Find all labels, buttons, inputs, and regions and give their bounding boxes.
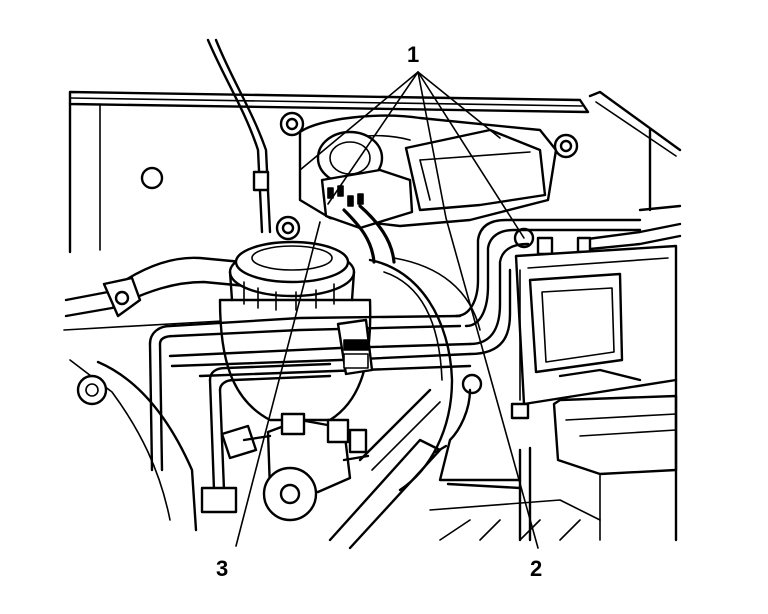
battery-tray: [518, 378, 678, 542]
lower-diagonal-pipes: [328, 388, 601, 550]
body-hole: [140, 166, 164, 190]
hose-clamp: [102, 276, 142, 318]
left-lower-pipes: [69, 359, 332, 532]
brake-pipe-bundle: [148, 204, 682, 472]
proportioning-valve: [262, 412, 370, 522]
abs-modulator: [510, 244, 678, 420]
vacuum-hose: [63, 256, 248, 331]
electrical-connector: [320, 168, 414, 230]
callout-2: 2: [530, 556, 542, 581]
pipe-clip: [336, 318, 374, 376]
abs-motor-assembly: [298, 114, 558, 230]
cowl-panel: [68, 90, 682, 254]
callout-1: 1: [407, 42, 419, 67]
master-cylinder-reservoir: [218, 204, 396, 422]
callout-3: 3: [216, 556, 228, 581]
mounting-nuts: [275, 111, 579, 395]
brake-line-top: [206, 38, 272, 234]
callout-leaders: [235, 71, 539, 549]
